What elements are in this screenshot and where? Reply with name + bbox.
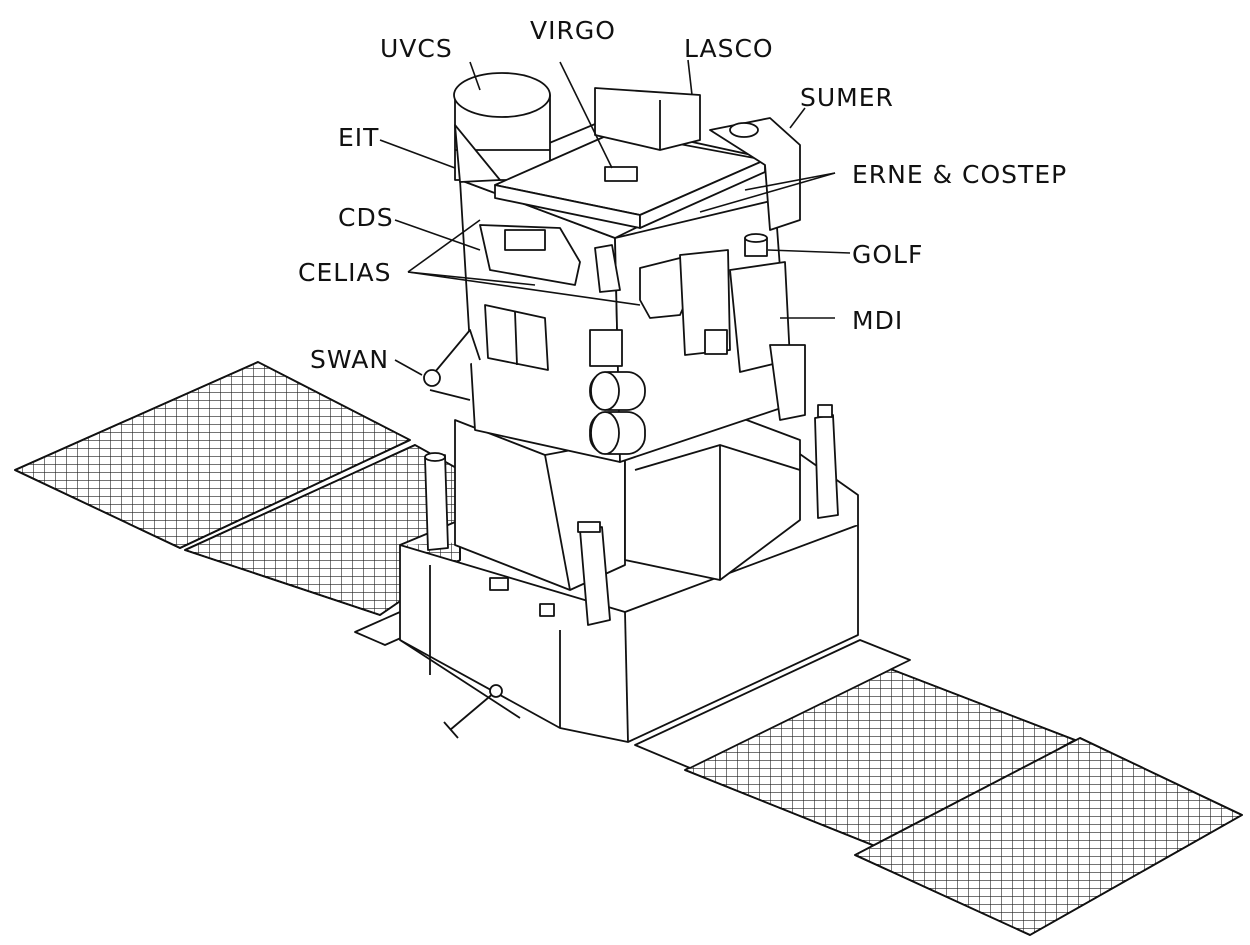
label-virgo: VIRGO [530, 16, 616, 45]
right-array-hinge [634, 639, 911, 769]
boom-stub [443, 684, 503, 739]
antenna-mast-right [814, 404, 839, 519]
cds-instrument [479, 224, 581, 286]
swan-instrument [423, 329, 481, 401]
left-solar-panel-outer [14, 361, 411, 549]
right-support-box [769, 344, 806, 421]
lasco-instrument [594, 87, 701, 151]
sumer-instrument [709, 117, 801, 231]
golf-instrument [744, 233, 768, 257]
label-cds: CDS [338, 203, 394, 232]
label-erne-costep: ERNE & COSTEP [852, 160, 1068, 189]
base-fitting [489, 577, 509, 591]
label-eit: EIT [338, 123, 380, 152]
antenna-mast-left [424, 452, 449, 551]
leader-lines [379, 59, 851, 376]
label-uvcs: UVCS [380, 34, 453, 63]
electronics-box [589, 329, 623, 367]
tank-lower [589, 411, 646, 455]
label-lasco: LASCO [684, 34, 774, 63]
label-mdi: MDI [852, 306, 904, 335]
label-sumer: SUMER [800, 83, 894, 112]
right-solar-panel-outer [854, 737, 1243, 936]
label-swan: SWAN [310, 345, 390, 374]
antenna-mast-front [577, 521, 611, 626]
eit-housing [454, 124, 501, 183]
label-celias: CELIAS [298, 258, 392, 287]
tank-upper [589, 371, 646, 411]
label-golf: GOLF [852, 240, 924, 269]
lower-module-right [624, 409, 801, 581]
base-sensor [539, 603, 555, 617]
virgo-sensor [604, 166, 638, 182]
celias-instrument [594, 244, 693, 319]
payload-side-panel [484, 304, 549, 371]
